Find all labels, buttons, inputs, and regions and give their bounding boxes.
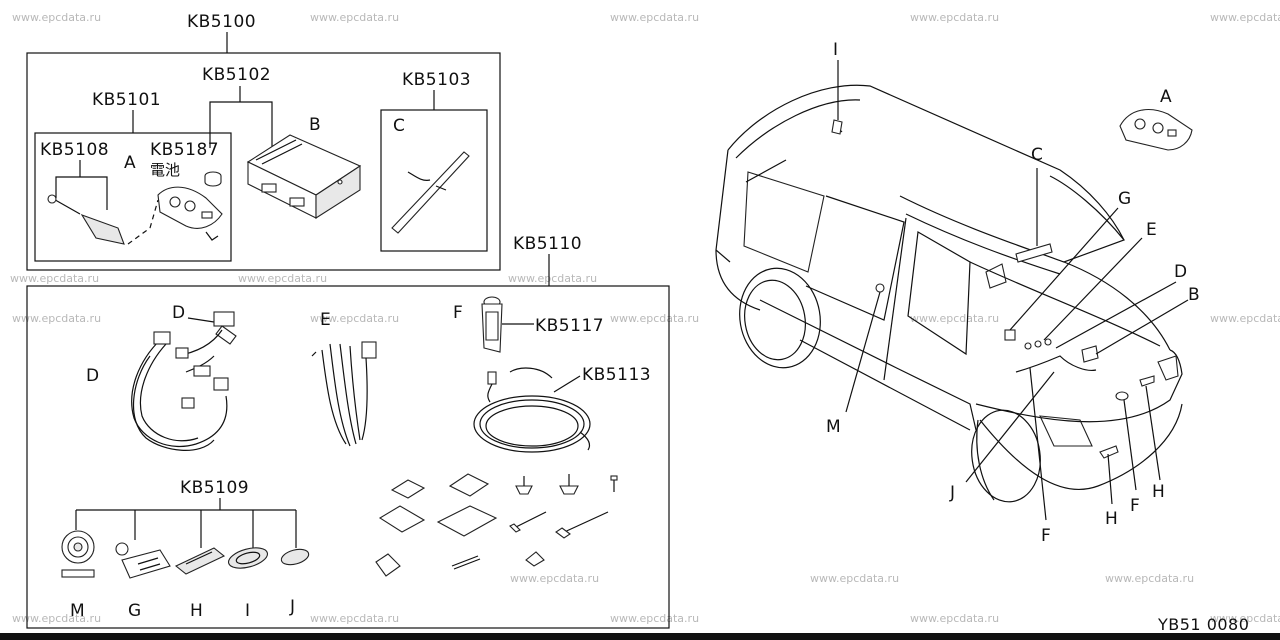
- remote-key-fob: [127, 186, 223, 245]
- watermark: www.epcdata.ru: [310, 11, 399, 24]
- label-g-emblem: G: [128, 601, 141, 621]
- kit-kb5100: KB5100 KB5102 KB5101 KB5108 KB5187 A 電池: [26, 12, 501, 271]
- label-e-car: E: [1146, 220, 1157, 240]
- watermark: www.epcdata.ru: [238, 272, 327, 285]
- label-a-remote: A: [1160, 87, 1172, 107]
- label-b-car: B: [1188, 285, 1200, 305]
- battery-part: [204, 171, 222, 187]
- vehicle-illustration: I A C G E D B M J F H F H: [715, 40, 1200, 546]
- label-m-car: M: [826, 417, 841, 437]
- label-g-car: G: [1118, 189, 1131, 209]
- label-f-plug: F: [453, 303, 463, 323]
- kit-kb5100-box: [26, 52, 501, 271]
- watermark: www.epcdata.ru: [1210, 11, 1280, 24]
- label-i-roof: I: [833, 40, 838, 60]
- label-f-car-right: F: [1130, 496, 1140, 516]
- antenna-part: [391, 151, 470, 234]
- label-d-connector: D: [172, 303, 185, 323]
- kit-kb5110-box: [26, 285, 670, 629]
- label-e-harness: E: [320, 310, 331, 330]
- label-d-harness: D: [86, 366, 99, 386]
- watermark: www.epcdata.ru: [610, 11, 699, 24]
- watermark: www.epcdata.ru: [1210, 612, 1280, 625]
- emblem-j-part: [280, 548, 310, 566]
- label-battery: 電池: [150, 161, 180, 179]
- watermark: www.epcdata.ru: [510, 572, 599, 585]
- kit-kb5101-box: [34, 132, 232, 262]
- hardware-parts: [375, 473, 618, 577]
- watermark: www.epcdata.ru: [910, 312, 999, 325]
- watermark: www.epcdata.ru: [310, 612, 399, 625]
- code-kb5108: KB5108: [40, 140, 109, 160]
- diagram-id: YB51 0080: [1157, 615, 1249, 634]
- bottom-rule: [0, 633, 1280, 640]
- watermark: www.epcdata.ru: [610, 612, 699, 625]
- control-unit-part: [246, 134, 362, 220]
- label-d-car: D: [1174, 262, 1187, 282]
- code-kb5113: KB5113: [582, 365, 651, 385]
- watermark: www.epcdata.ru: [1210, 312, 1280, 325]
- code-kb5109: KB5109: [180, 478, 249, 498]
- watermark: www.epcdata.ru: [1105, 572, 1194, 585]
- label-c-car: C: [1031, 145, 1043, 165]
- watermark: www.epcdata.ru: [910, 612, 999, 625]
- watermark: www.epcdata.ru: [810, 572, 899, 585]
- remote-fob-inset: [1119, 108, 1193, 151]
- code-kb5103: KB5103: [402, 70, 471, 90]
- watermark: www.epcdata.ru: [10, 272, 99, 285]
- label-m-emblem: M: [70, 601, 85, 621]
- emblem-i-part: [227, 547, 269, 569]
- label-c-antenna: C: [393, 116, 405, 136]
- watermark: www.epcdata.ru: [508, 272, 597, 285]
- harness-e-part: [311, 341, 377, 447]
- emblem-m-part: [61, 530, 95, 578]
- harness-d-part: [131, 311, 237, 451]
- watermark: www.epcdata.ru: [910, 11, 999, 24]
- label-a-key: A: [124, 153, 136, 173]
- watermarks: www.epcdata.ru www.epcdata.ru www.epcdat…: [10, 11, 1280, 625]
- code-kb5117: KB5117: [535, 316, 604, 336]
- watermark: www.epcdata.ru: [610, 312, 699, 325]
- code-kb5101: KB5101: [92, 90, 161, 110]
- code-kb5102: KB5102: [202, 65, 271, 85]
- key-cylinder-part: [47, 194, 125, 245]
- label-i-emblem: I: [245, 601, 250, 621]
- code-kb5187: KB5187: [150, 140, 219, 160]
- watermark: www.epcdata.ru: [12, 312, 101, 325]
- coiled-cable-part: [473, 367, 591, 453]
- label-h-car-right: H: [1152, 482, 1165, 502]
- kit-kb5110: KB5110 D D E: [26, 234, 670, 629]
- label-h-car-low: H: [1105, 509, 1118, 529]
- emblem-g-part: [115, 542, 171, 579]
- label-b-unit: B: [309, 115, 321, 135]
- code-kb5110: KB5110: [513, 234, 582, 254]
- kit-kb5103-box: [380, 109, 488, 252]
- label-j-emblem: J: [289, 597, 295, 617]
- watermark: www.epcdata.ru: [12, 11, 101, 24]
- label-j-car: J: [949, 483, 955, 503]
- code-kb5100: KB5100: [187, 12, 256, 32]
- plug-f-part: [481, 296, 534, 353]
- watermark: www.epcdata.ru: [12, 612, 101, 625]
- label-f-car-front: F: [1041, 526, 1051, 546]
- watermark: www.epcdata.ru: [310, 312, 399, 325]
- label-h-emblem: H: [190, 601, 203, 621]
- emblem-h-part: [174, 547, 226, 575]
